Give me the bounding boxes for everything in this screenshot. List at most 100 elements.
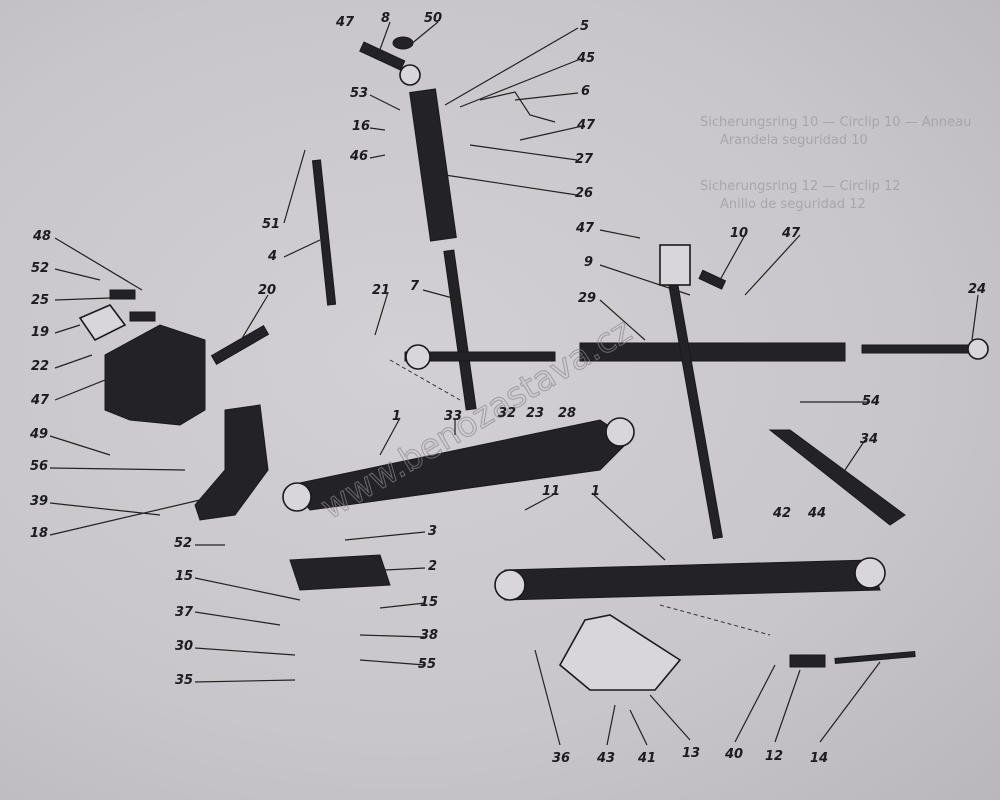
- part-label: 34: [860, 432, 878, 447]
- part-label: 23: [526, 406, 544, 421]
- background-text: Sicherungsring 10 — Circlip 10 — Anneau …: [700, 115, 971, 212]
- pin-25: [109, 289, 136, 300]
- link-eye: [494, 569, 526, 601]
- rod-23: [404, 351, 556, 362]
- pin-8: [359, 41, 406, 71]
- part-label: 52: [31, 261, 49, 276]
- parts: [78, 36, 989, 691]
- part-label: 46: [349, 149, 368, 164]
- drawbar-34: [768, 429, 906, 526]
- part-label: 5: [580, 19, 589, 34]
- part-label: 37: [175, 605, 194, 620]
- pin-25b: [129, 311, 156, 322]
- lift-rod-7: [443, 249, 477, 411]
- plate-13: [558, 614, 682, 691]
- cap-50: [392, 36, 414, 50]
- part-label: 54: [862, 394, 880, 409]
- part-label: 25: [31, 293, 49, 308]
- part-label: 50: [424, 11, 442, 26]
- crank-6: [479, 91, 556, 123]
- part-label: 15: [420, 595, 438, 610]
- part-label: 52: [174, 536, 192, 551]
- part-label: 55: [418, 657, 436, 672]
- part-label: 26: [575, 186, 593, 201]
- part-label: 2: [428, 559, 437, 574]
- shaft-eye: [967, 338, 989, 360]
- part-label: 47: [30, 393, 50, 408]
- pin-20: [210, 324, 270, 366]
- top-link-eye-5: [399, 64, 421, 86]
- part-label: 16: [352, 119, 370, 134]
- dashed-line: [659, 604, 771, 636]
- part-label: 12: [765, 749, 783, 764]
- part-label: 1: [591, 484, 600, 499]
- part-label: 41: [637, 751, 656, 766]
- part-label: 36: [552, 751, 570, 766]
- part-labels: 47 8 50 5 45 6 47 27 26 53 16 46 51 4 48…: [29, 11, 986, 766]
- ghost-text-line: Arandela seguridad 10: [720, 133, 868, 148]
- part-label: 47: [575, 221, 595, 236]
- part-label: 22: [31, 359, 49, 374]
- part-label: 56: [30, 459, 48, 474]
- part-label: 28: [558, 406, 576, 421]
- part-label: 51: [262, 217, 280, 232]
- part-label: 35: [175, 673, 193, 688]
- part-label: 8: [381, 11, 390, 26]
- bracket-2: [289, 554, 391, 591]
- part-label: 24: [968, 282, 986, 297]
- leader-lines: [49, 21, 979, 746]
- clevis-9: [659, 244, 691, 286]
- part-label: 33: [444, 409, 462, 424]
- lift-rod-9: [666, 270, 723, 540]
- bolt-14: [834, 650, 916, 665]
- part-label: 47: [576, 118, 596, 133]
- ghost-text-line: Sicherungsring 12 — Circlip 12: [700, 179, 901, 194]
- part-label: 18: [30, 526, 48, 541]
- part-label: 11: [542, 484, 560, 499]
- part-label: 47: [781, 226, 801, 241]
- part-label: 43: [596, 751, 615, 766]
- cross-shaft-29: [579, 342, 846, 362]
- link-eye: [605, 417, 635, 447]
- part-label: 53: [350, 86, 368, 101]
- sleeve-12: [789, 654, 826, 668]
- part-label: 42: [772, 506, 791, 521]
- part-label: 45: [576, 51, 595, 66]
- part-label: 44: [807, 506, 826, 521]
- shaft-24: [861, 344, 973, 354]
- plate-19: [78, 304, 127, 342]
- bracket-47: [104, 324, 206, 426]
- part-label: 20: [258, 283, 276, 298]
- top-link-tube-26: [409, 88, 457, 242]
- part-label: 13: [682, 746, 700, 761]
- part-label: 10: [730, 226, 748, 241]
- part-label: 39: [30, 494, 48, 509]
- part-label: 40: [724, 747, 743, 762]
- part-label: 1: [392, 409, 401, 424]
- ghost-text-line: Anillo de seguridad 12: [720, 197, 866, 212]
- rod-4: [311, 159, 337, 306]
- part-label: 3: [428, 524, 437, 539]
- bracket-18: [194, 404, 269, 521]
- pin-10: [698, 269, 727, 290]
- part-label: 27: [575, 152, 594, 167]
- lower-link-1-right: [504, 559, 881, 601]
- ghost-text-line: Sicherungsring 10 — Circlip 10 — Anneau: [700, 115, 971, 130]
- ball-end: [405, 344, 431, 370]
- part-label: 29: [578, 291, 596, 306]
- part-label: 47: [335, 15, 355, 30]
- part-label: 38: [420, 628, 438, 643]
- part-label: 21: [372, 283, 390, 298]
- part-label: 9: [584, 255, 593, 270]
- part-label: 48: [32, 229, 51, 244]
- part-label: 32: [498, 406, 516, 421]
- part-label: 14: [810, 751, 828, 766]
- link-eye: [854, 557, 886, 589]
- part-label: 30: [175, 639, 193, 654]
- link-eye: [282, 482, 312, 512]
- part-label: 6: [581, 84, 590, 99]
- part-label: 4: [267, 249, 277, 264]
- part-label: 7: [410, 279, 420, 294]
